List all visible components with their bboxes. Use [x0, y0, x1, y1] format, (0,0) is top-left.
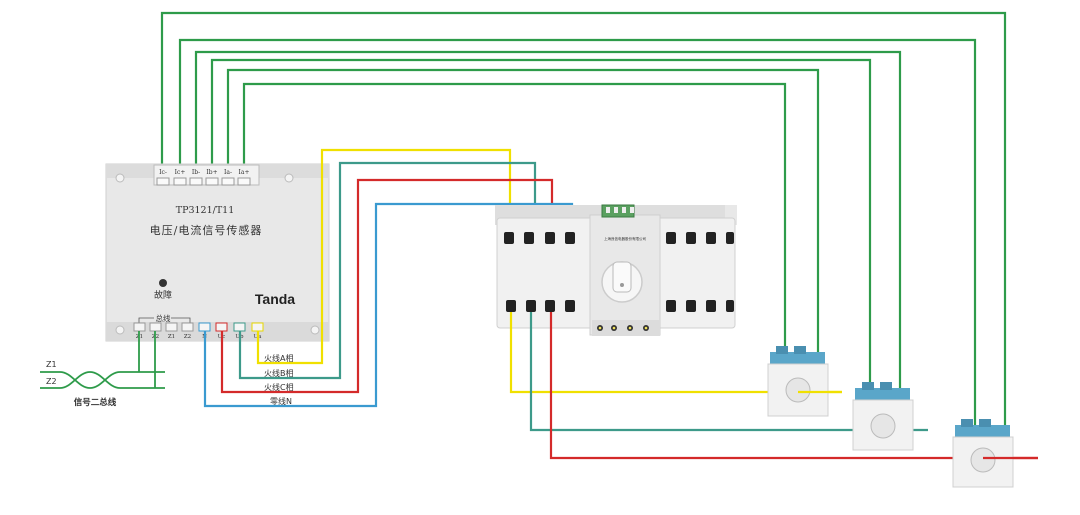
switch-maker: 上海良信电器股份有限公司	[604, 236, 646, 241]
terminal-ib-plus: Ib+	[205, 169, 219, 186]
svg-text:Ia+: Ia+	[239, 169, 250, 176]
terminal-ia-minus: Ia-	[221, 169, 235, 186]
voltage-wires	[203, 148, 574, 408]
wire-ib-minus	[194, 50, 902, 390]
label-phase-c: 火线C相	[264, 382, 294, 392]
wire-ia-minus	[226, 68, 820, 355]
wire-phase-b	[238, 161, 537, 380]
bus-z2-label: Z2	[46, 377, 57, 386]
terminal-ic-plus: Ic+	[173, 169, 187, 186]
switch-handle[interactable]	[612, 261, 632, 293]
terminal-z1-b: Z1	[165, 322, 178, 340]
transfer-switch: 上海良信电器股份有限公司	[495, 204, 737, 336]
terminal-z2-b: Z2	[181, 322, 194, 340]
load-phase-b	[529, 312, 928, 432]
fault-label: 故障	[154, 289, 172, 301]
ct-signal-wires	[160, 11, 1007, 428]
terminal-ic-minus: Ic-	[156, 169, 170, 186]
bus-label: 总线	[156, 313, 171, 323]
svg-text:Ic+: Ic+	[175, 169, 186, 176]
svg-text:Z1: Z1	[168, 334, 175, 340]
wire-phase-c	[220, 178, 554, 394]
label-phase-a: 火线A相	[264, 353, 293, 363]
current-transformer-a	[767, 346, 842, 417]
switch-bottom-terminals	[506, 300, 734, 312]
switch-top-terminals	[504, 232, 734, 244]
svg-text:Ib-: Ib-	[192, 169, 200, 176]
top-terminals: Ic- Ic+ Ib- Ib+ Ia- Ia+	[156, 169, 251, 186]
sensor-model: TP3121/T11	[176, 205, 235, 216]
load-phase-a	[509, 312, 842, 394]
label-phase-b: 火线B相	[264, 368, 294, 378]
svg-text:Z2: Z2	[184, 334, 191, 340]
terminal-ib-minus: Ib-	[189, 169, 203, 186]
terminal-ia-plus: Ia+	[237, 169, 251, 186]
fault-led	[159, 279, 167, 287]
current-transformer-b	[852, 382, 914, 451]
load-wires	[509, 312, 1038, 460]
bus-caption: 信号二总线	[74, 397, 117, 408]
wire-ia-plus	[242, 82, 787, 355]
svg-text:Ic-: Ic-	[159, 169, 167, 176]
current-transformer-c	[952, 419, 1038, 488]
wire-ic-minus	[160, 11, 1007, 428]
sensor-name: 电压/电流信号传感器	[150, 223, 263, 237]
wire-ic-plus	[178, 38, 977, 428]
wire-ib-plus	[210, 58, 872, 390]
load-phase-c	[549, 312, 1038, 460]
svg-text:Ib+: Ib+	[206, 169, 217, 176]
svg-text:Ia-: Ia-	[224, 169, 232, 176]
label-neutral: 零线N	[270, 396, 292, 406]
bus-z1-label: Z1	[46, 360, 57, 369]
brand-logo: Tanda	[255, 291, 295, 307]
signal-bus	[40, 331, 165, 389]
sensor-module: Ic- Ic+ Ib- Ib+ Ia- Ia+ TP31	[105, 163, 330, 342]
